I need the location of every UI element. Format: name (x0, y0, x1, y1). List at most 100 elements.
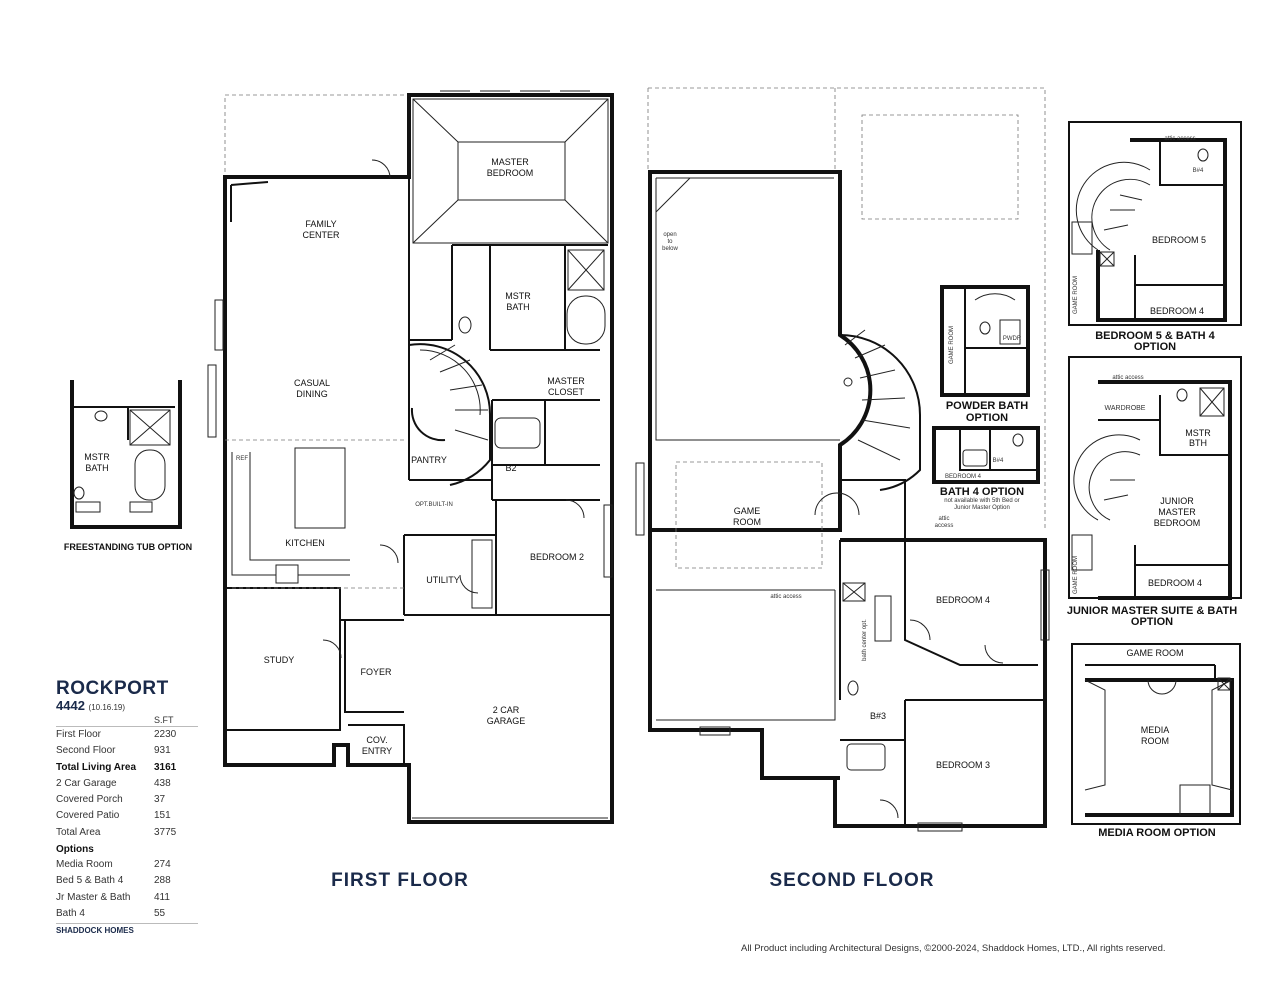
svg-text:B2: B2 (505, 463, 516, 473)
room-label: MSTR (505, 291, 531, 301)
svg-text:B#4: B#4 (993, 458, 1004, 464)
room-label: BEDROOM (1154, 518, 1201, 528)
note-label: access (935, 523, 954, 529)
room-label: BEDROOM 5 (1152, 235, 1206, 245)
room-label: GAME ROOM (1126, 648, 1183, 658)
plan-number-value: 4442 (56, 698, 85, 713)
room-label: CENTER (302, 230, 340, 240)
svg-text:MSTR: MSTR (84, 452, 110, 462)
legend-value: 55 (154, 907, 166, 919)
svg-text:CENTER: CENTER (302, 230, 340, 240)
room-label: BEDROOM 2 (530, 552, 584, 562)
svg-text:COV.: COV. (366, 735, 387, 745)
room-label: STUDY (264, 655, 295, 665)
svg-text:MEDIA ROOM OPTION: MEDIA ROOM OPTION (1098, 827, 1216, 839)
svg-text:attic access: attic access (770, 594, 801, 600)
legend-value: 274 (154, 859, 171, 871)
room-label: UTILITY (426, 575, 460, 585)
room-label: B2 (505, 463, 516, 473)
legend-label: Bed 5 & Bath 4 (56, 875, 124, 887)
note-label: attic (938, 516, 949, 522)
media-room-option: GAME ROOM MEDIA ROOM MEDIA ROOM OPTION (1071, 643, 1241, 839)
room-label: MSTR (84, 452, 110, 462)
svg-text:to: to (667, 239, 673, 245)
svg-text:KITCHEN: KITCHEN (285, 538, 325, 548)
svg-text:BEDROOM 2: BEDROOM 2 (530, 552, 584, 562)
room-label: CLOSET (548, 387, 585, 397)
svg-text:PANTRY: PANTRY (411, 455, 447, 465)
legend-value: 288 (154, 875, 171, 887)
svg-text:GAME ROOM: GAME ROOM (949, 326, 955, 364)
room-label: BEDROOM 4 (1150, 306, 1204, 316)
svg-text:SECOND FLOOR: SECOND FLOOR (769, 870, 934, 891)
first-floor-labels: MASTER BEDROOM FAMILY CENTER MSTR BATH C… (236, 157, 585, 756)
svg-text:BEDROOM 4: BEDROOM 4 (945, 474, 982, 480)
svg-text:B#3: B#3 (870, 711, 886, 721)
option-note: Junior Master Option (954, 505, 1010, 511)
legend-value: 931 (154, 745, 171, 757)
svg-text:FOYER: FOYER (360, 667, 392, 677)
svg-text:OPTION: OPTION (966, 412, 1008, 424)
svg-text:GAME ROOM: GAME ROOM (1073, 276, 1079, 314)
copyright-notice: All Product including Architectural Desi… (741, 943, 1166, 954)
room-label: JUNIOR (1160, 496, 1194, 506)
room-label: FOYER (360, 667, 392, 677)
room-label: BATH (506, 302, 529, 312)
powder-bath-option: GAME ROOM PWDR POWDER BATH OPTION (940, 285, 1030, 424)
legend-value: 2230 (154, 729, 177, 740)
svg-text:MSTR: MSTR (1185, 428, 1211, 438)
svg-text:BEDROOM 5: BEDROOM 5 (1152, 235, 1206, 245)
plan-date: (10.16.19) (88, 703, 126, 712)
legend-label: Total Area (56, 826, 101, 838)
svg-text:GARAGE: GARAGE (487, 716, 526, 726)
option-caption: MEDIA ROOM OPTION (1098, 827, 1216, 839)
room-label: WARDROBE (1105, 405, 1146, 412)
svg-text:BATH 4 OPTION: BATH 4 OPTION (940, 486, 1024, 498)
svg-text:access: access (935, 523, 954, 529)
legend-option-row: Bed 5 & Bath 4 288 (56, 873, 198, 889)
room-label: BEDROOM 4 (1148, 578, 1202, 588)
legend-value: 3161 (154, 761, 177, 773)
bedroom5-bath4-option: attic access B#4 BEDROOM 5 BEDROOM 4 GAM… (1068, 121, 1242, 353)
room-label: B#3 (870, 711, 886, 721)
room-label: COV. (366, 735, 387, 745)
svg-text:BEDROOM: BEDROOM (487, 168, 534, 178)
option-caption: FREESTANDING TUB OPTION (64, 542, 192, 552)
svg-text:below: below (662, 246, 678, 252)
svg-text:MSTR: MSTR (505, 291, 531, 301)
room-label: MASTER (547, 376, 585, 386)
svg-text:FREESTANDING TUB OPTION: FREESTANDING TUB OPTION (64, 542, 192, 552)
room-label: ROOM (733, 517, 761, 527)
room-label: ENTRY (362, 746, 392, 756)
room-label: DINING (296, 389, 328, 399)
room-label: BATH (85, 463, 108, 473)
room-label: KITCHEN (285, 538, 325, 548)
svg-text:bath center opt.: bath center opt. (862, 619, 868, 661)
note-label: open (663, 232, 676, 238)
room-label: BEDROOM (487, 168, 534, 178)
room-label: BEDROOM 4 (945, 474, 982, 480)
room-label: B#4 (993, 458, 1004, 464)
freestanding-tub-option: MSTR BATH FREESTANDING TUB OPTION (64, 380, 192, 552)
svg-text:BATH: BATH (85, 463, 108, 473)
room-label: 2 CAR (493, 705, 520, 715)
legend-value: 411 (154, 891, 170, 903)
svg-text:MASTER: MASTER (1158, 507, 1196, 517)
legend-label: Second Floor (56, 745, 116, 757)
svg-text:JUNIOR: JUNIOR (1160, 496, 1194, 506)
first-floor-title: FIRST FLOOR (331, 870, 469, 891)
plan-number: 4442 (10.16.19) (56, 698, 198, 713)
bath4-option: B#4 BEDROOM 4 BATH 4 OPTION not availabl… (932, 426, 1040, 511)
svg-text:UTILITY: UTILITY (426, 575, 460, 585)
svg-text:BTH: BTH (1189, 438, 1207, 448)
note-label: OPT.BUILT-IN (415, 502, 453, 508)
svg-text:attic access: attic access (1164, 136, 1195, 142)
room-label: B#4 (1193, 168, 1204, 174)
svg-text:BEDROOM 5 & BATH 4: BEDROOM 5 & BATH 4 (1095, 330, 1215, 342)
svg-text:PWDR: PWDR (1003, 336, 1022, 342)
legend-label: Jr Master & Bath (56, 891, 131, 903)
room-label: GAME (734, 506, 761, 516)
